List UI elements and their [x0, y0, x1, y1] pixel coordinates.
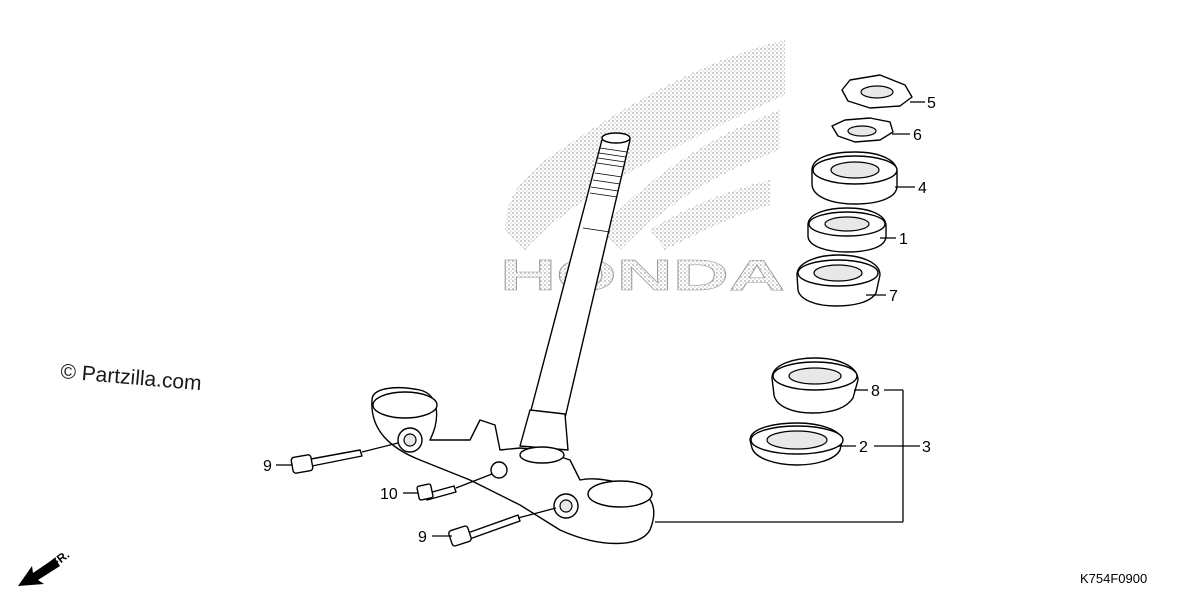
callouts: 5 6 4 1 7 8 2 3 9 10 9 [263, 95, 936, 546]
callout-9-upper: 9 [263, 458, 272, 475]
watermark: © Partzilla.com [60, 360, 203, 395]
dust-seal-part [749, 422, 844, 466]
callout-8: 8 [871, 383, 880, 400]
lower-triple-clamp [371, 387, 655, 545]
callout-3: 3 [922, 439, 931, 456]
callout-10: 10 [380, 486, 398, 503]
callout-4: 4 [918, 180, 927, 197]
upper-bearing-race-part [807, 207, 887, 253]
lower-bearing-part [771, 357, 859, 414]
callout-9-lower: 9 [418, 529, 427, 546]
steering-stem [519, 132, 631, 451]
lock-washer-part [831, 117, 894, 143]
callout-7: 7 [889, 288, 898, 305]
callout-5: 5 [927, 95, 936, 112]
callout-6: 6 [913, 127, 922, 144]
callout-2: 2 [859, 439, 868, 456]
lock-nut-part [841, 74, 913, 109]
callout-1: 1 [899, 231, 908, 248]
bolt-10-part [416, 483, 457, 501]
brand-text: HONDA [500, 251, 785, 300]
bolt-9-upper-part [290, 449, 363, 474]
bearing-part [796, 254, 881, 307]
diagram-code: K754F0900 [1080, 571, 1147, 586]
adjusting-nut-part [811, 151, 898, 205]
front-arrow-icon: FR. [18, 547, 72, 586]
bolt-9-lower-part [448, 514, 521, 547]
leader-lines [276, 101, 925, 537]
honda-wing-logo-icon: HONDA [500, 40, 785, 300]
